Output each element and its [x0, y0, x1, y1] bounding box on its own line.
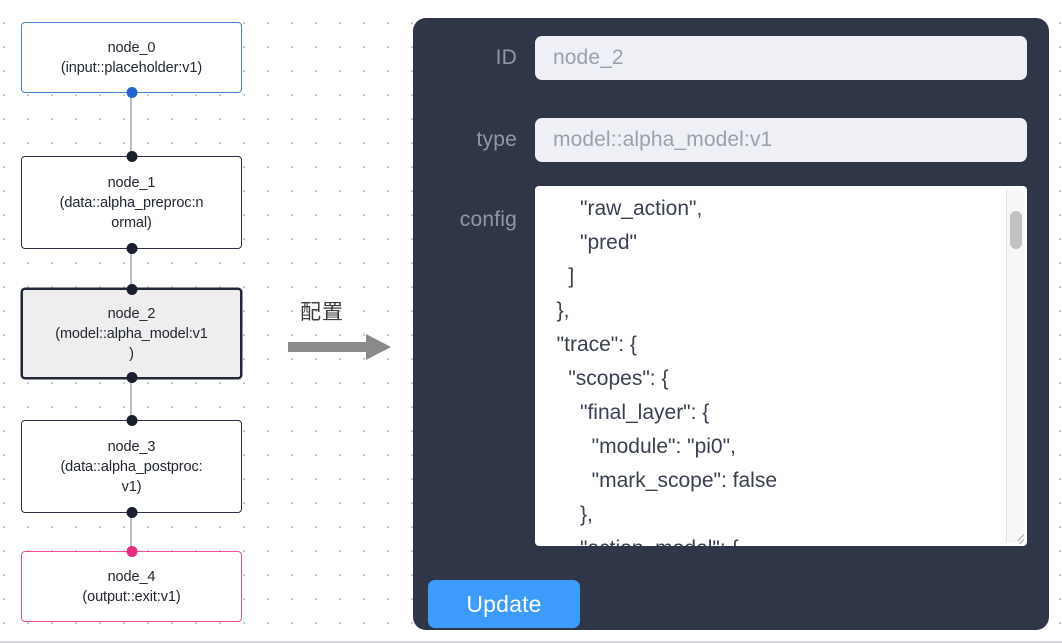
node-handle-target[interactable] [126, 284, 137, 295]
flow-node-title: node_2 [107, 305, 156, 322]
config-scrollbar-thumb[interactable] [1010, 211, 1022, 249]
flow-node-subtitle-line2: ormal) [111, 214, 152, 231]
field-row-type: type [413, 118, 1049, 162]
type-input[interactable] [535, 118, 1027, 162]
node-handle-source[interactable] [126, 87, 137, 98]
flow-node-subtitle-line2: v1) [121, 478, 142, 495]
config-field-label: config [459, 208, 517, 231]
id-input[interactable] [535, 36, 1027, 80]
resize-grip-icon[interactable] [1010, 530, 1024, 544]
flow-node-subtitle-line2: ) [129, 345, 134, 362]
field-row-id: ID [413, 36, 1049, 80]
config-textarea[interactable] [535, 186, 1027, 546]
node-handle-source[interactable] [126, 507, 137, 518]
flow-node-title: node_0 [107, 39, 156, 56]
flow-node-subtitle-line1: (model::alpha_model:v1 [55, 325, 208, 342]
node-handle-source[interactable] [126, 372, 137, 383]
type-field-label: type [476, 128, 517, 151]
flow-node-title: node_4 [107, 568, 156, 585]
edge-node2-node3 [130, 379, 132, 420]
config-scrollbar-track[interactable] [1006, 189, 1024, 543]
node-handle-source[interactable] [126, 243, 137, 254]
node-handle-target[interactable] [126, 415, 137, 426]
edge-node3-node4 [130, 513, 132, 551]
transition-label: 配置 [300, 301, 344, 324]
flow-node-node_1[interactable]: node_1 (data::alpha_preproc:n ormal) [21, 151, 242, 254]
flow-node-node_3[interactable]: node_3 (data::alpha_postproc: v1) [21, 415, 242, 518]
update-button[interactable]: Update [428, 580, 580, 628]
edge-node1-node2 [130, 249, 132, 288]
field-row-config: config [413, 186, 1049, 546]
edge-node0-node1 [130, 93, 132, 156]
arrow-right-icon [288, 334, 391, 360]
flow-node-node_4[interactable]: node_4 (output::exit:v1) [21, 546, 242, 622]
canvas-bottom-divider [0, 641, 1062, 643]
flow-node-node_0[interactable]: node_0 (input::placeholder:v1) [21, 22, 242, 98]
node-handle-target[interactable] [126, 546, 137, 557]
flow-node-title: node_3 [107, 438, 156, 455]
id-field-label: ID [495, 46, 517, 69]
flow-node-subtitle-line1: (data::alpha_preproc:n [59, 194, 204, 211]
node-handle-target[interactable] [126, 151, 137, 162]
flow-node-subtitle: (output::exit:v1) [82, 588, 181, 605]
flow-node-subtitle: (input::placeholder:v1) [60, 59, 203, 76]
node-config-panel: ID type config Update [413, 18, 1049, 630]
config-textarea-wrapper [535, 186, 1027, 546]
flow-node-node_2[interactable]: node_2 (model::alpha_model:v1 ) [21, 284, 242, 383]
flow-node-title: node_1 [107, 174, 156, 191]
transition-annotation: 配置 [288, 296, 398, 362]
flow-node-subtitle-line1: (data::alpha_postproc: [60, 458, 203, 475]
